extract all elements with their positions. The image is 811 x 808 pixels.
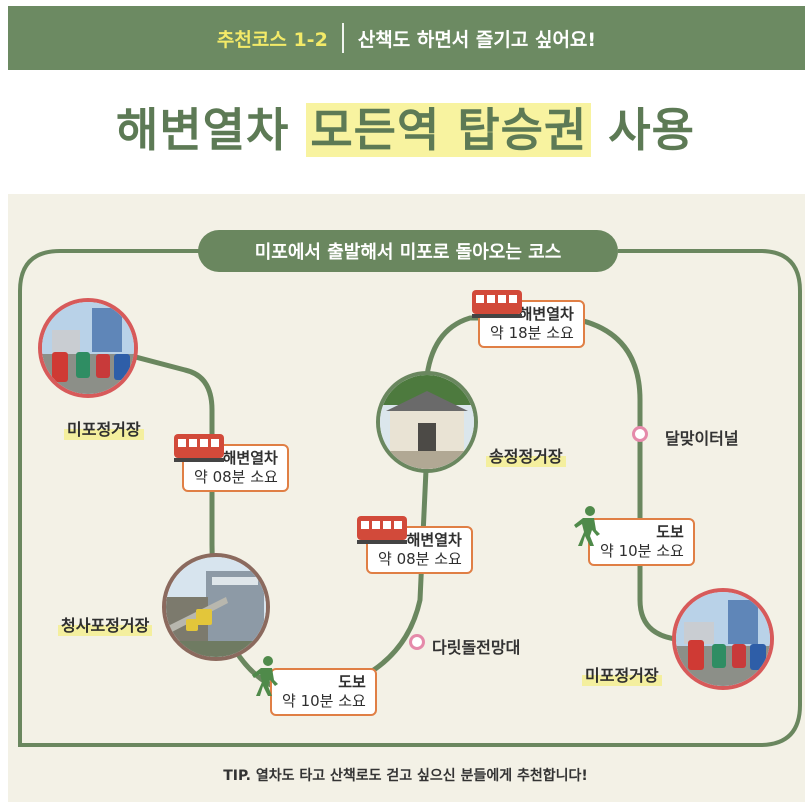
leg-tag-5: 도보 약 10분 소요: [588, 518, 695, 566]
walking-person-icon: [574, 506, 600, 546]
station-label-cheongsapo: 청사포정거장: [58, 612, 153, 636]
spot-label-dalmaji: 달맞이터널: [665, 429, 739, 448]
leg-duration: 약 08분 소요: [378, 550, 462, 568]
train-icon: [357, 516, 407, 544]
course-description: 산책도 하면서 즐기고 싶어요!: [357, 28, 597, 51]
route-banner: 미포에서 출발해서 미포로 돌아오는 코스: [198, 230, 618, 272]
title-part1: 해변열차: [116, 103, 290, 157]
leg-duration: 약 08분 소요: [194, 468, 278, 486]
route-panel: [8, 194, 805, 802]
leg-mode: 도보: [656, 523, 684, 541]
leg-duration: 약 18분 소요: [490, 324, 574, 342]
songjeong-station-photo: [376, 371, 478, 473]
station-label-songjeong: 송정정거장: [486, 443, 566, 467]
leg-mode: 도보: [338, 673, 366, 691]
header-bar: 추천코스 1-2 산책도 하면서 즐기고 싶어요!: [8, 6, 805, 70]
leg-tag-2: 도보 약 10분 소요: [270, 668, 377, 716]
mipo-station-photo: [38, 298, 138, 398]
train-icon: [174, 434, 224, 462]
walking-person-icon: [252, 656, 278, 696]
train-icon: [472, 290, 522, 318]
leg-mode: 해변열차: [222, 449, 278, 467]
pink-circle-marker: [632, 426, 648, 442]
title-highlight: 모든역 탑승권: [306, 103, 592, 157]
station-label-mipo-start: 미포정거장: [64, 416, 144, 440]
title-part2: 사용: [608, 103, 695, 157]
page-title: 해변열차 모든역 탑승권 사용: [0, 94, 811, 164]
station-label-mipo-end: 미포정거장: [582, 662, 662, 686]
header-divider: [341, 23, 344, 53]
course-label: 추천코스 1-2: [216, 28, 328, 51]
spot-label-daritdol: 다릿돌전망대: [432, 638, 521, 657]
pink-circle-marker: [409, 634, 425, 650]
leg-mode: 해변열차: [518, 305, 574, 323]
mipo-end-station-photo: [672, 588, 774, 690]
leg-mode: 해변열차: [406, 531, 462, 549]
leg-duration: 약 10분 소요: [600, 542, 684, 560]
tip-text: TIP. 열차도 타고 산책로도 걷고 싶으신 분들에게 추천합니다!: [223, 768, 588, 784]
outer-frame-line: [18, 249, 802, 747]
leg-duration: 약 10분 소요: [282, 692, 366, 710]
cheongsapo-station-photo: [162, 553, 270, 661]
